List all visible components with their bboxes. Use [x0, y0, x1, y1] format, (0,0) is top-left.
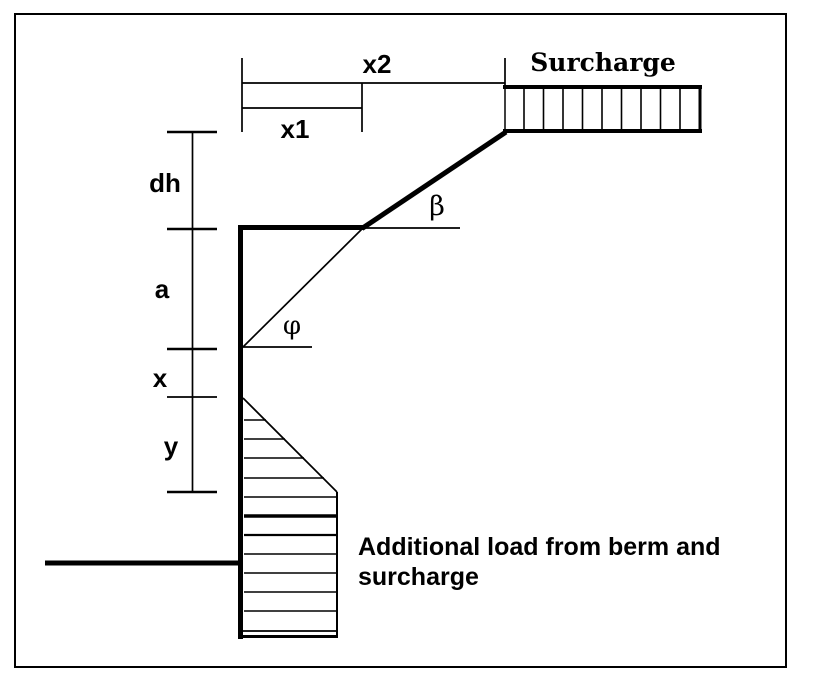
dim-label-x: x	[153, 363, 168, 393]
dim-label-y: y	[164, 431, 179, 461]
caption-line-1: Additional load from berm and	[358, 533, 721, 561]
dim-label-a: a	[155, 274, 170, 304]
surcharge-label: Surcharge	[530, 48, 676, 77]
diagram-border	[14, 13, 787, 668]
angle-label-phi: φ	[283, 311, 301, 341]
pressure-top-diagonal	[242, 397, 338, 493]
dim-label-x2: x2	[363, 49, 392, 79]
caption-line-2: surcharge	[358, 563, 479, 591]
phi-slope-line	[242, 226, 365, 348]
angle-label-beta: β	[429, 191, 445, 222]
berm-slope-line	[360, 129, 508, 231]
dim-label-x1: x1	[281, 114, 310, 144]
dim-label-dh: dh	[149, 168, 181, 198]
